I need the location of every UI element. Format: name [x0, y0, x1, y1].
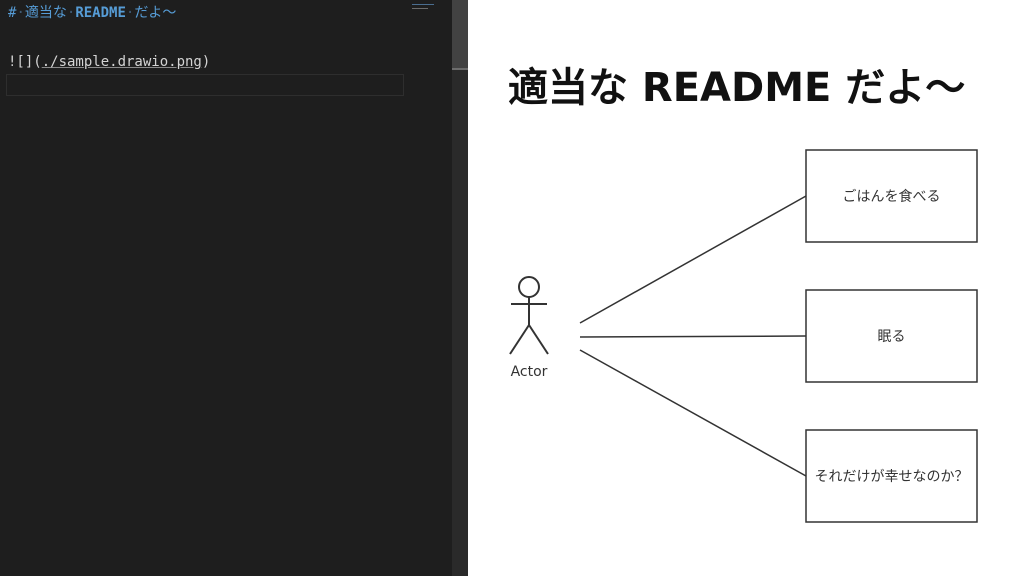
whitespace-marker: ·	[66, 5, 76, 21]
editor-scrollbar[interactable]	[452, 0, 468, 576]
actor-head	[518, 276, 540, 298]
image-syntax-prefix: ![](	[8, 54, 42, 70]
current-line-highlight[interactable]	[6, 74, 404, 96]
editor-line-heading[interactable]: #·適当な·README·だよ〜	[8, 3, 176, 23]
heading-hash: #	[8, 5, 17, 21]
association-line-3	[579, 349, 807, 477]
markdown-editor[interactable]: #·適当な·README·だよ〜 ![](./sample.drawio.png…	[0, 0, 452, 576]
usecase-label-2: 眠る	[878, 329, 906, 345]
actor-label: Actor	[511, 364, 548, 380]
usecase-label-1: ごはんを食べる	[843, 188, 941, 205]
usecase-diagram-image: Actor ごはんを食べる 眠る それだけが幸せなのか？	[509, 149, 978, 523]
whitespace-marker: ·	[125, 5, 135, 21]
actor-figure	[509, 276, 549, 355]
usecase-label-3: それだけが幸せなのか？	[815, 469, 969, 485]
editor-line-image[interactable]: ![](./sample.drawio.png)	[8, 52, 210, 72]
usecase-box-1	[805, 149, 978, 243]
minimap-line	[412, 8, 428, 9]
heading-word-3: だよ〜	[134, 5, 177, 21]
markdown-preview: 適当な README だよ〜 Actor ごはんを食べる 眠る それだけが幸せな…	[468, 0, 1024, 576]
scrollbar-thumb[interactable]	[452, 0, 468, 68]
minimap[interactable]	[410, 0, 452, 576]
actor-left-leg	[509, 324, 530, 355]
whitespace-marker: ·	[16, 5, 25, 21]
heading-word-1: 適当な	[24, 5, 67, 21]
usecase-box-3	[805, 429, 978, 523]
heading-word-2: README	[75, 5, 126, 21]
image-path-link[interactable]: ./sample.drawio.png	[41, 54, 202, 70]
actor-right-leg	[528, 324, 549, 355]
image-syntax-suffix: )	[201, 54, 211, 70]
scrollbar-cursor-marker	[452, 68, 468, 70]
minimap-line	[412, 4, 434, 5]
usecase-box-2	[805, 289, 978, 383]
association-line-1	[579, 195, 807, 324]
association-line-2	[579, 335, 807, 338]
preview-title: 適当な README だよ〜	[508, 65, 966, 111]
